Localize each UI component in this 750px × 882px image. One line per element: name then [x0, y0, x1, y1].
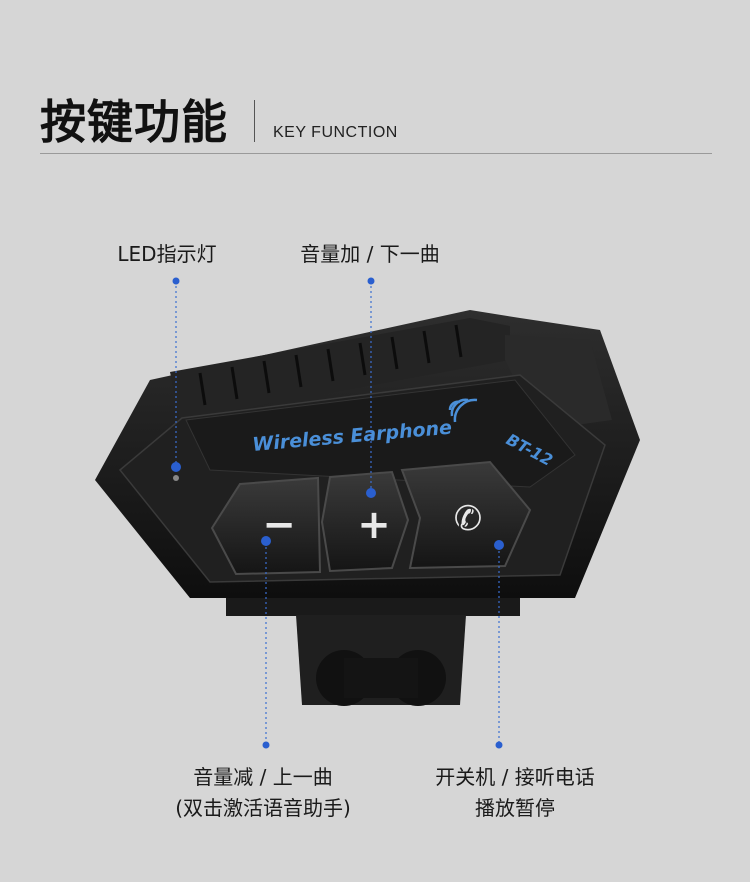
power-answer-label: 开关机 / 接听电话: [435, 765, 595, 789]
page-subtitle: KEY FUNCTION: [273, 124, 398, 141]
led-indicator-label: LED指示灯: [117, 242, 217, 266]
page-title: 按键功能: [40, 95, 228, 149]
clip-mount: [226, 590, 520, 706]
volume-down-label: 音量减 / 上一曲: [193, 765, 333, 789]
phone-icon: ✆: [454, 499, 483, 539]
wireless-signal-icon: [448, 398, 478, 423]
plus-button[interactable]: +: [320, 470, 410, 573]
title-divider: [254, 100, 255, 142]
header-rule: [40, 153, 712, 154]
minus-button[interactable]: −: [210, 476, 322, 576]
play-pause-label: 播放暂停: [475, 796, 555, 820]
callout-leaders: [171, 277, 504, 749]
plus-icon: +: [357, 502, 391, 548]
led-indicator: [173, 475, 179, 481]
volume-up-label: 音量加 / 下一曲: [300, 242, 440, 266]
voice-assistant-label: (双击激活语音助手): [175, 796, 351, 820]
